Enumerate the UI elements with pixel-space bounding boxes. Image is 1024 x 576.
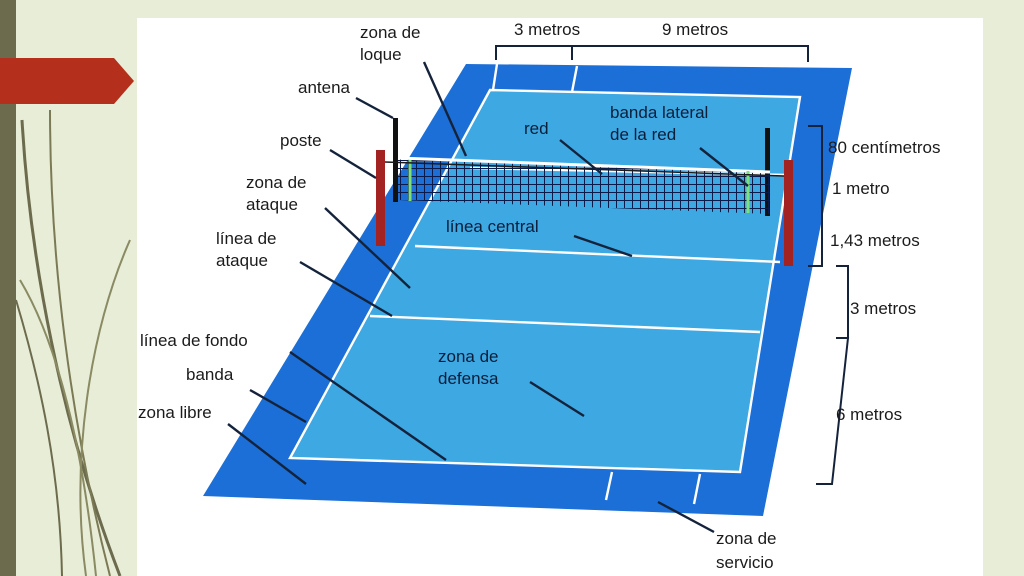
service-zone-mark-top-left [491,63,499,91]
leader-zona-libre [227,423,307,485]
leader-linea-ataque [299,260,393,318]
service-zone-mark-top-right [570,65,579,93]
label-zona-bloque: zona de loque [360,23,425,64]
label-linea-ataque: línea de ataque [216,229,281,270]
label-zona-defensa: zona de defensa [438,347,503,388]
net-cable [384,161,785,177]
dim-right-6-metros: 6 metros [836,405,902,424]
dim-right-3-metros: 3 metros [850,299,916,318]
net-top-band [397,156,771,174]
dim-1-metro: 1 metro [832,179,890,198]
label-linea-ataque-line1: línea de [216,229,277,248]
label-banda-lateral-line1: banda lateral [610,103,708,122]
label-zona-bloque-line2: loque [360,45,402,64]
leader-banda [249,388,307,424]
leader-antena [355,96,394,120]
decorative-swoosh-lines [15,109,131,576]
label-zona-ataque-line2: ataque [246,195,298,214]
leader-linea-central [573,234,633,258]
center-line [414,244,781,264]
service-zone-mark-bottom-right [692,473,702,505]
label-linea-ataque-line2: ataque [216,251,268,270]
bracket-top-9m [572,45,809,62]
leader-zona-defensa [529,380,585,418]
label-linea-central: línea central [446,217,539,236]
label-zona-servicio-line2: servicio [716,553,774,572]
bracket-right-6m [816,337,850,485]
leader-poste [329,148,377,180]
dim-top-9-metros: 9 metros [662,20,728,39]
court-boundary-lines [288,88,802,474]
left-decorative-stripe [0,0,16,576]
antenna-left [393,118,398,202]
label-zona-ataque-line1: zona de [246,173,307,192]
label-zona-servicio-line1: zona de [716,529,777,548]
label-antena: antena [298,78,351,97]
label-zona-servicio: zona de servicio [716,529,781,572]
label-banda-lateral: banda lateral de la red [610,103,713,144]
post-right [784,160,793,266]
service-zone-mark-bottom-left [604,471,614,501]
label-linea-fondo: línea de fondo [140,331,248,350]
attack-line-near [369,314,761,334]
bracket-right-3m [836,265,849,339]
label-poste: poste [280,131,322,150]
label-banda-lateral-line2: de la red [610,125,676,144]
arrow-tab-shape [0,58,134,104]
label-zona-defensa-line1: zona de [438,347,499,366]
leader-zona-servicio [657,500,715,534]
label-zona-defensa-line2: defensa [438,369,499,388]
label-banda: banda [186,365,234,384]
leader-red [559,139,603,175]
post-left [376,150,385,246]
label-zona-bloque-line1: zona de [360,23,421,42]
leader-banda-lateral [699,147,749,187]
dim-top-3-metros: 3 metros [514,20,580,39]
bracket-net-height [808,125,823,267]
leader-zona-bloque [422,61,468,157]
leader-zona-ataque [324,207,411,289]
slide-arrow-marker [0,58,134,104]
dim-80-centimetros: 80 centímetros [828,138,940,157]
leader-linea-fondo [289,351,447,461]
label-red: red [524,119,549,138]
label-zona-libre: zona libre [138,403,212,422]
bracket-top-3m [495,45,573,60]
dim-1-43-metros: 1,43 metros [830,231,920,250]
label-zona-ataque: zona de ataque [246,173,311,214]
